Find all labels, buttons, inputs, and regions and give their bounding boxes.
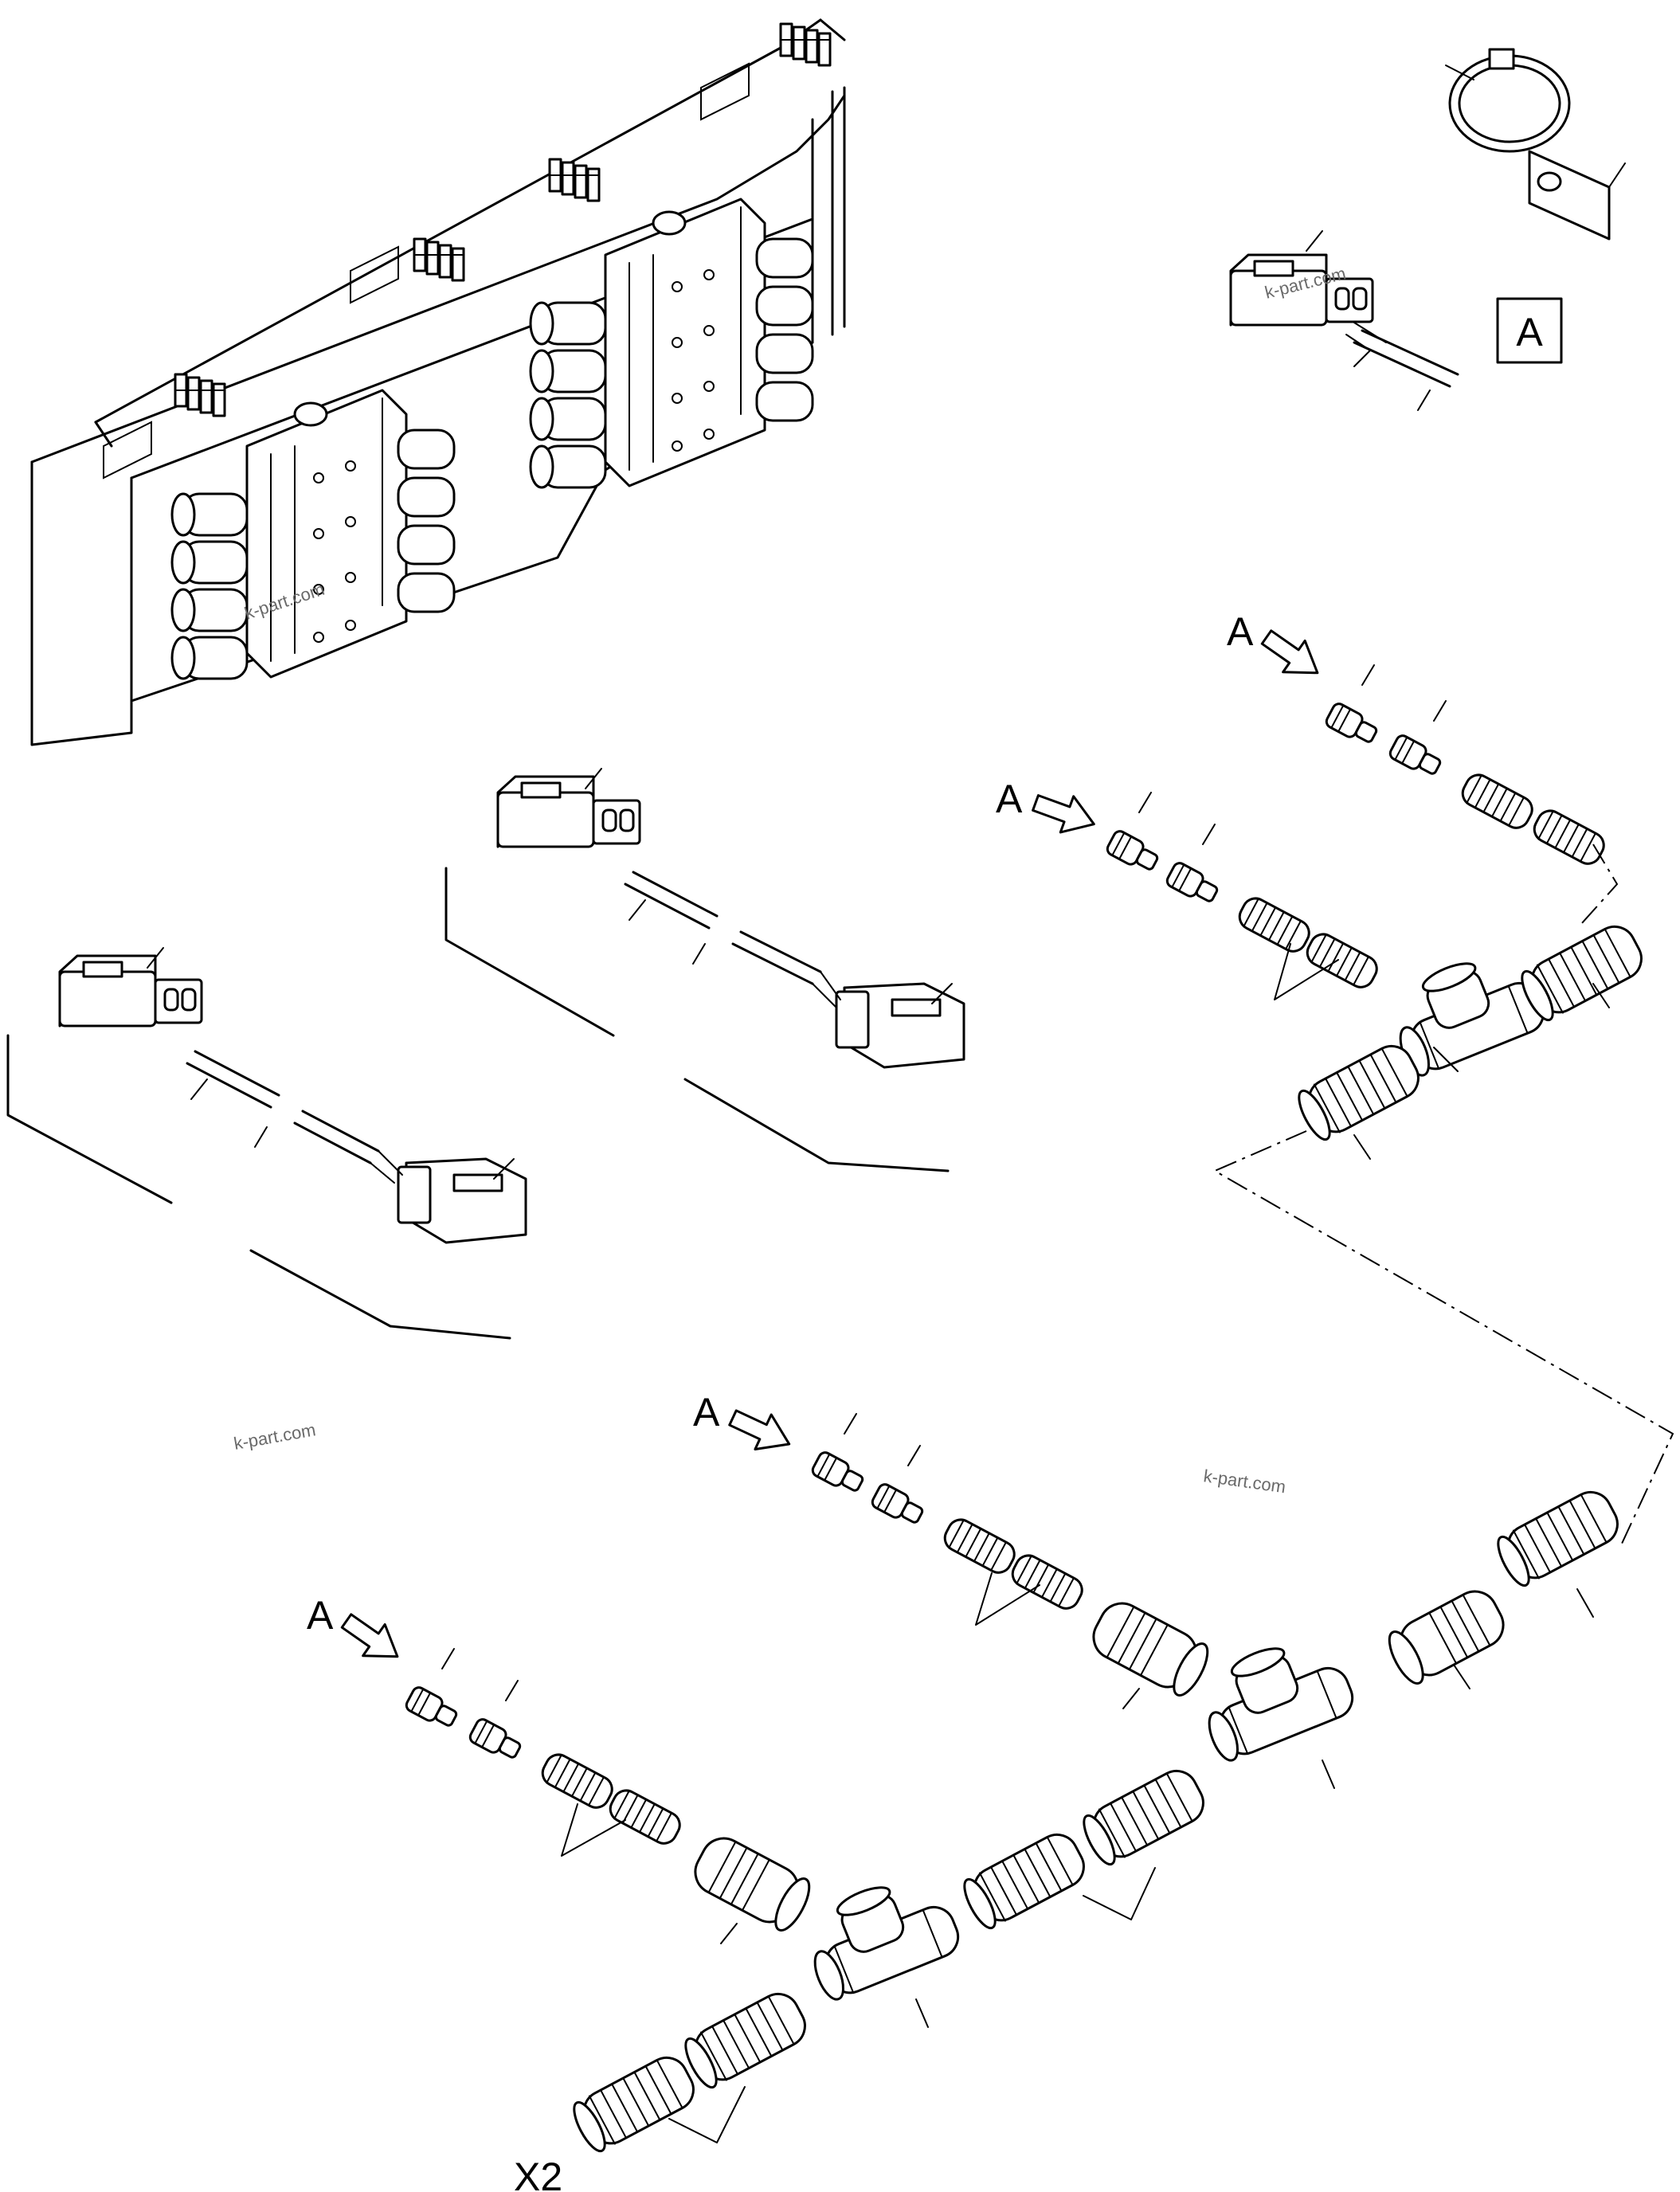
conduit-tree-lower: A A X2 (307, 1390, 1627, 2192)
arrow-a-label: A (996, 777, 1023, 821)
detail-box-label: A (1516, 310, 1543, 354)
connector-detail-a (1229, 230, 1459, 411)
watermark: k-part.com (233, 1419, 318, 1454)
cable-assembly-upper (444, 768, 965, 1172)
cable-tie (1445, 48, 1571, 153)
routing-path (1212, 1130, 1674, 1546)
watermark: k-part.com (1202, 1466, 1286, 1497)
multiplier-label: X2 (514, 2155, 562, 2192)
arrow-a-label: A (693, 1390, 720, 1435)
cable-assembly-lower (6, 947, 527, 1340)
detail-box-a: A (1496, 297, 1563, 364)
washer-plate (1528, 150, 1626, 241)
valve-panel-assembly (30, 18, 846, 746)
conduit-tree-upper: A A (996, 609, 1651, 1160)
arrow-a-label: A (307, 1593, 334, 1638)
arrow-a-label: A (1227, 609, 1254, 654)
